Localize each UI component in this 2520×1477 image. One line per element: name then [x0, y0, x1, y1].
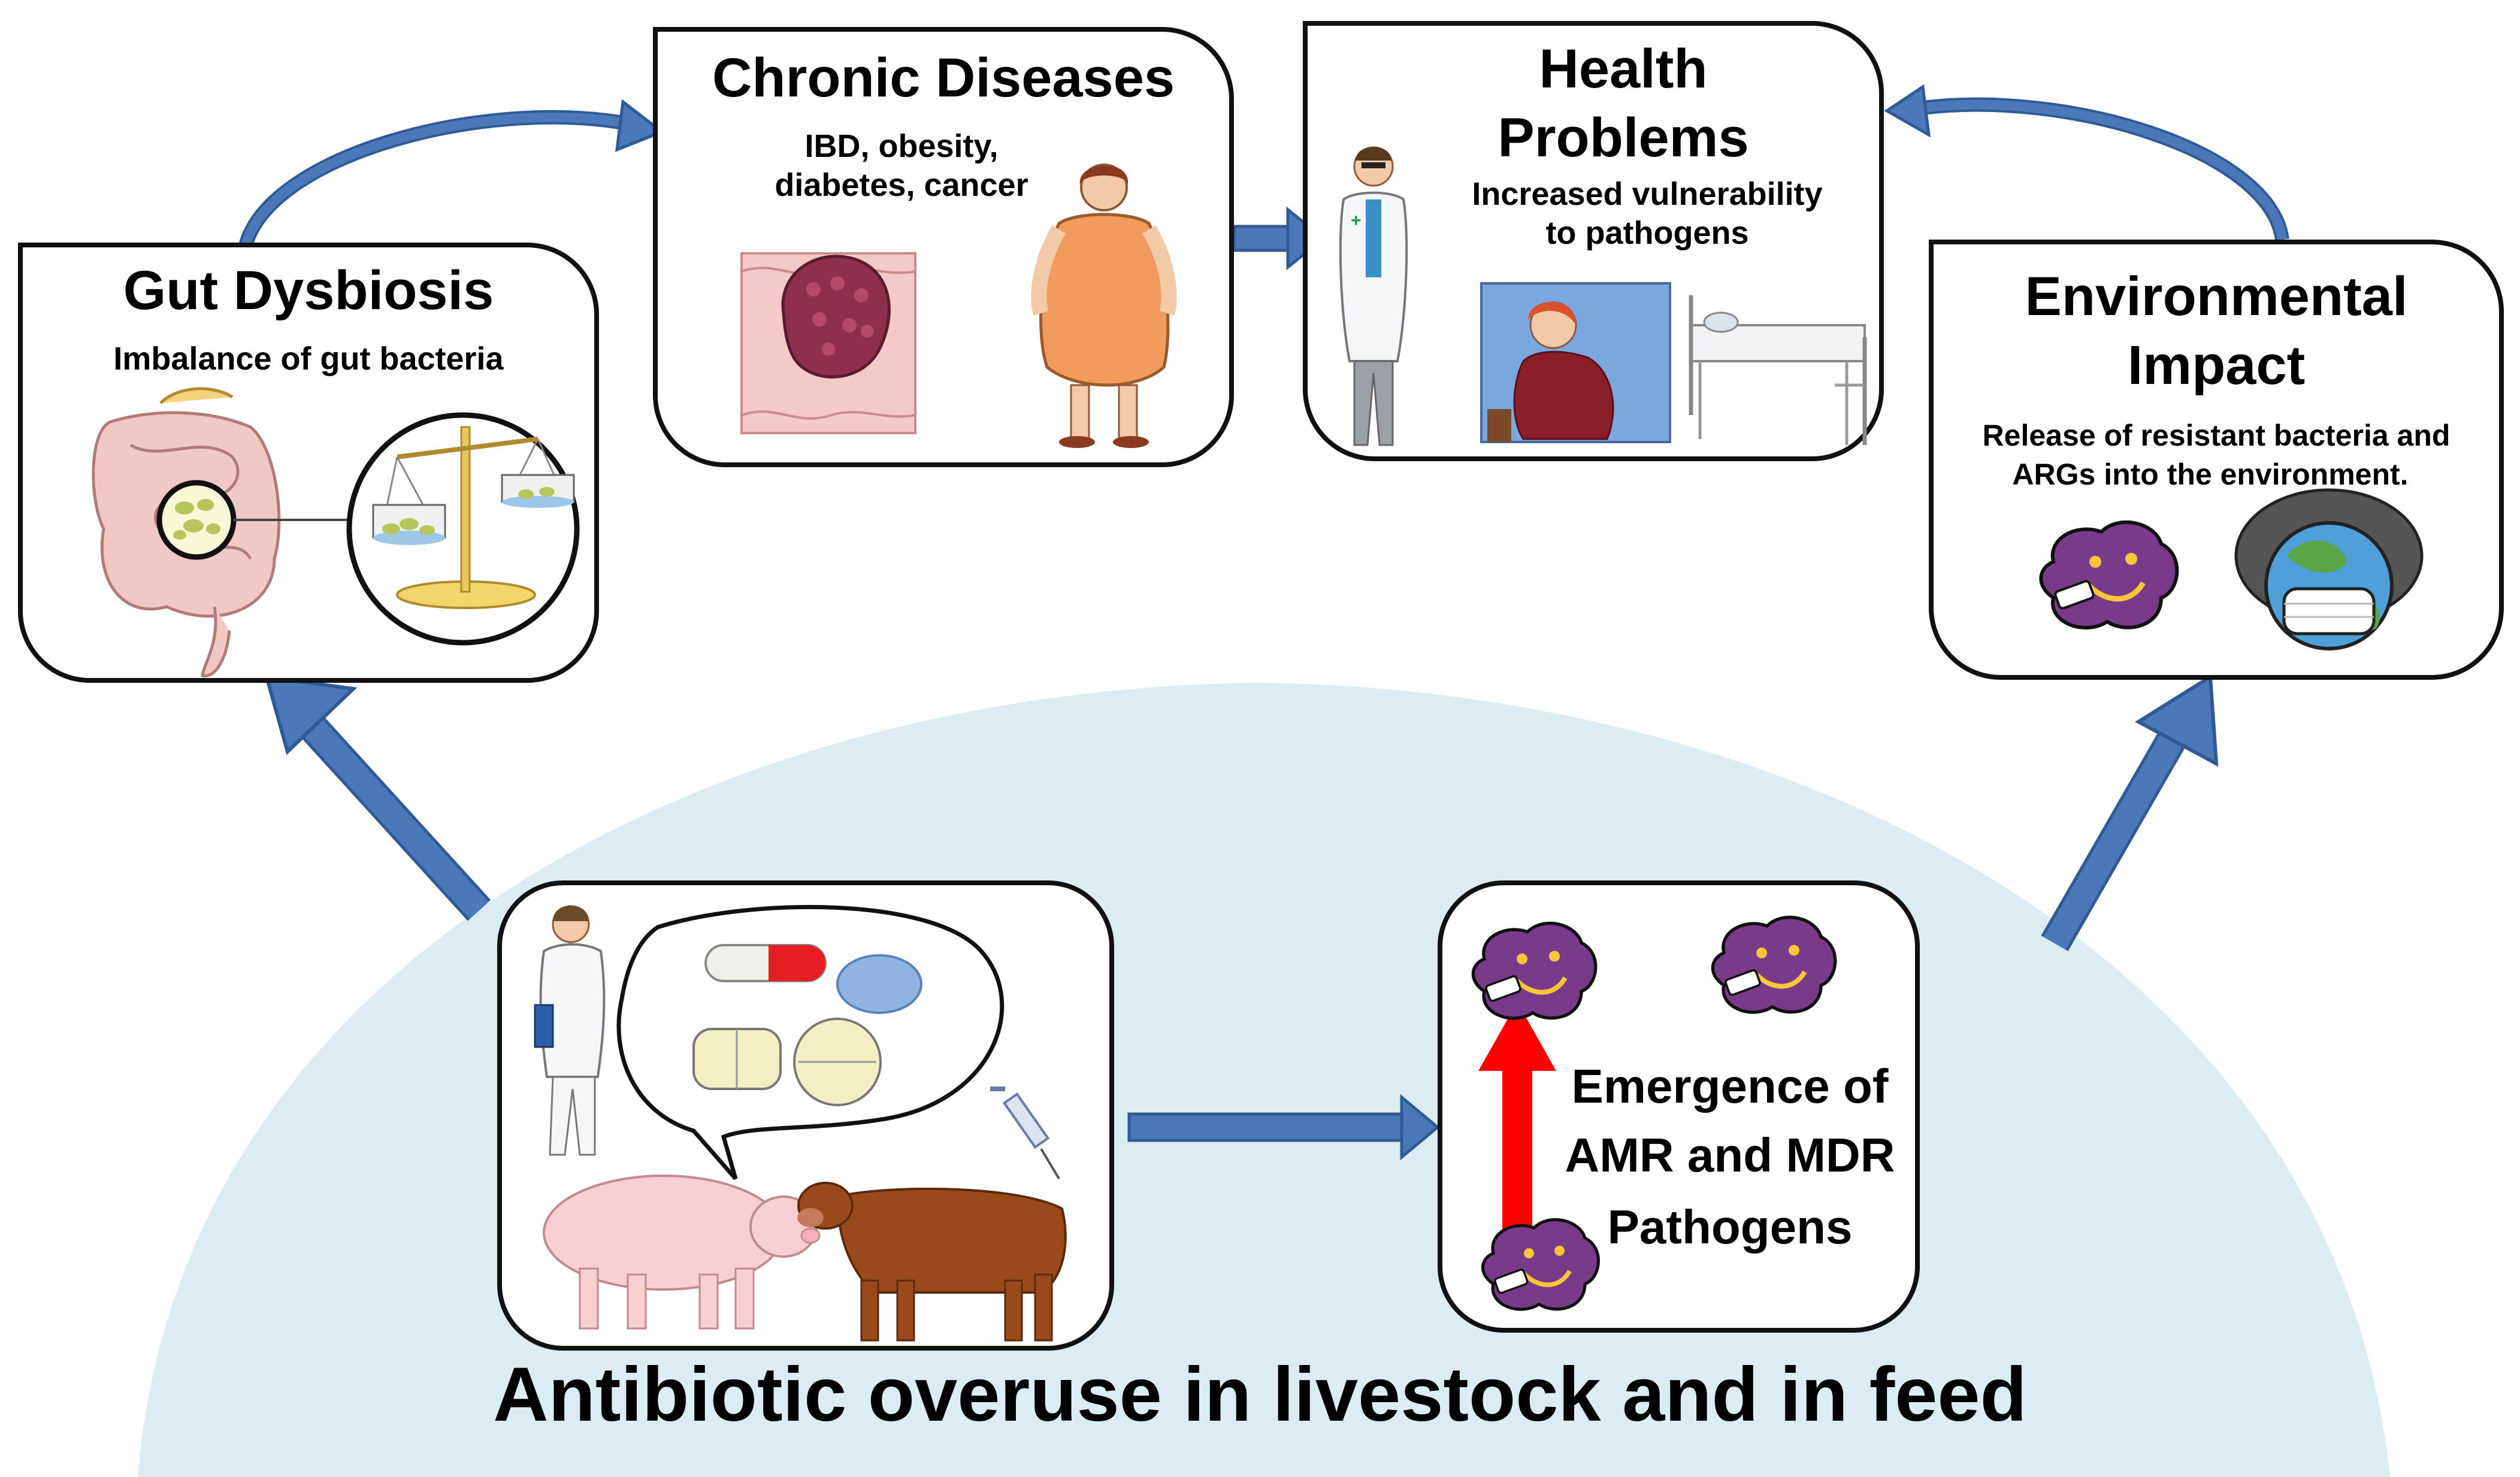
- capsule-icon: [704, 944, 827, 982]
- resistant-bacteria-icon: [1481, 1218, 1600, 1311]
- gut-dysbiosis-subtitle: Imbalance of gut bacteria: [113, 341, 504, 377]
- gut-dysbiosis-title: Gut Dysbiosis: [123, 260, 494, 321]
- environmental-impact-subtitle-line2: ARGs into the environment.: [2012, 458, 2409, 491]
- sick-patient-icon: [1480, 282, 1671, 443]
- health-problems-title-line1: Health: [1539, 38, 1708, 99]
- svg-text:+: +: [1351, 211, 1362, 231]
- amr-illustration: [1471, 915, 1837, 1311]
- health-problems-illustration: +: [1339, 146, 1867, 446]
- colon-tumor-icon: [740, 252, 916, 434]
- gut-dysbiosis-panel: Gut Dysbiosis Imbalance of gut bacteria: [18, 243, 599, 683]
- environmental-impact-subtitle-line1: Release of resistant bacteria and: [1982, 419, 2451, 452]
- health-problems-title-line2: Problems: [1498, 107, 1749, 168]
- curved-arrow-env-to-health: [1884, 84, 2289, 241]
- livestock-illustration: [534, 904, 1067, 1342]
- environmental-impact-panel: Environmental Impact Release of resistan…: [1929, 240, 2504, 680]
- amr-line3: Pathogens: [1607, 1200, 1853, 1254]
- livestock-antibiotics-panel: [497, 880, 1114, 1351]
- intestine-icon: [92, 387, 281, 677]
- doctor-icon: +: [1339, 146, 1408, 446]
- obese-person-icon: [1031, 164, 1177, 448]
- amr-mdr-panel: Emergence of AMR and MDR Pathogens: [1438, 880, 1920, 1333]
- arrow-livestock-to-amr: [1127, 1094, 1440, 1161]
- resistant-bacteria-icon: [1711, 915, 1837, 1014]
- gut-dysbiosis-illustration: [92, 387, 580, 677]
- health-problems-subtitle-line2: to pathogens: [1545, 215, 1749, 251]
- chronic-diseases-title: Chronic Diseases: [712, 47, 1175, 108]
- health-problems-panel: Health Problems Increased vulnerability …: [1303, 21, 1884, 461]
- resistant-bacteria-icon: [2039, 520, 2179, 629]
- resistant-bacteria-icon: [1471, 921, 1598, 1020]
- chronic-diseases-subtitle-line2: diabetes, cancer: [775, 167, 1028, 203]
- environmental-impact-title-line1: Environmental: [2025, 266, 2408, 327]
- amr-line2: AMR and MDR: [1565, 1128, 1895, 1182]
- earth-mask-icon: [2234, 488, 2424, 650]
- amr-line1: Emergence of: [1571, 1060, 1889, 1113]
- arrow-to-environmental-impact: [2041, 673, 2219, 951]
- arrow-to-gut-dysbiosis: [264, 674, 491, 921]
- tablet-icon: [692, 954, 922, 1106]
- environmental-impact-illustration: [2039, 488, 2424, 650]
- balance-scale-icon: [346, 412, 580, 646]
- cow-icon: [797, 1182, 1067, 1342]
- up-arrow-icon: [1478, 1002, 1556, 1251]
- health-problems-subtitle-line1: Increased vulnerability: [1472, 176, 1823, 212]
- bottom-title: Antibiotic overuse in livestock and in f…: [493, 1352, 2027, 1437]
- syringe-icon: [990, 1086, 1060, 1180]
- pig-icon: [543, 1175, 821, 1330]
- environmental-impact-title-line2: Impact: [2127, 335, 2306, 396]
- chronic-diseases-illustration: [740, 164, 1177, 448]
- vet-icon: [534, 905, 606, 1156]
- chronic-diseases-panel: Chronic Diseases IBD, obesity, diabetes,…: [653, 27, 1234, 467]
- hospital-bed-icon: [1689, 295, 1867, 445]
- chronic-diseases-subtitle-line1: IBD, obesity,: [804, 128, 999, 164]
- curved-arrow-gut-to-chronic: [238, 99, 665, 248]
